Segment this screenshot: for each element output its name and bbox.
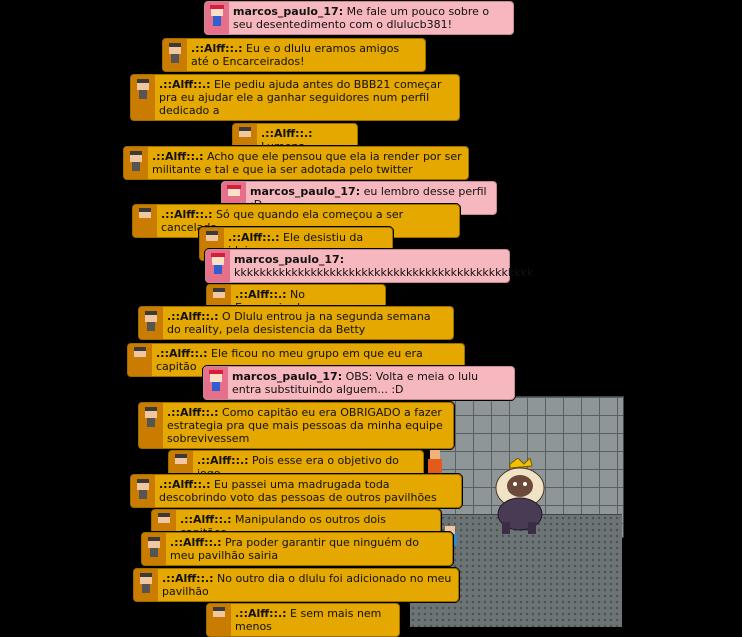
chat-username[interactable]: .::Alff::.:	[197, 454, 249, 467]
chat-bubble[interactable]: .::Alff::.: Pra poder garantir que ningu…	[141, 532, 453, 566]
chat-username[interactable]: .::Alff::.:	[159, 478, 211, 491]
chat-text: kkkkkkkkkkkkkkkkkkkkkkkkkkkkkkkkkkkkkkkk…	[234, 266, 534, 279]
chat-username[interactable]: .::Alff::.:	[167, 310, 219, 323]
avatar-icon	[131, 475, 155, 507]
chat-text: Só que quando ela começou a ser cancelad…	[161, 208, 404, 234]
avatar-icon	[207, 604, 231, 636]
chat-bubble[interactable]: .::Alff::.: Eu passei uma madrugada toda…	[130, 474, 462, 508]
chat-bubble[interactable]: .::Alff::.: No outro dia o dlulu foi adi…	[133, 568, 459, 602]
avatar-icon	[206, 250, 230, 282]
chat-username[interactable]: .::Alff::.:	[152, 150, 204, 163]
chat-text: Como capitão eu era OBRIGADO a fazer est…	[167, 406, 443, 445]
avatar-icon	[139, 403, 163, 448]
chat-username[interactable]: marcos_paulo_17:	[250, 185, 361, 198]
chat-bubble[interactable]: marcos_paulo_17: kkkkkkkkkkkkkkkkkkkkkkk…	[205, 249, 533, 283]
avatar-icon	[204, 367, 228, 399]
chat-text: Me fale um pouco sobre o seu desentedime…	[233, 5, 490, 31]
chat-username[interactable]: .::Alff::.:	[235, 607, 287, 620]
chat-text: Eu passei uma madrugada toda descobrindo…	[159, 478, 437, 504]
chat-text: OBS: Volta e meia o lulu entra substitui…	[232, 370, 479, 396]
chat-username[interactable]: .::Alff::.:	[159, 78, 211, 91]
pet-lion-icon[interactable]	[488, 458, 552, 536]
chat-username[interactable]: .::Alff::.:	[167, 406, 219, 419]
chat-username[interactable]: .::Alff::.:	[191, 42, 243, 55]
chat-username[interactable]: .::Alff::.:	[156, 347, 208, 360]
avatar-icon	[163, 39, 187, 71]
avatar-icon	[128, 344, 152, 376]
chat-username[interactable]: .::Alff::.:	[228, 231, 280, 244]
chat-bubble[interactable]: .::Alff::.: Acho que ele pensou que ela …	[123, 146, 469, 180]
game-room[interactable]	[400, 396, 624, 627]
chat-username[interactable]: marcos_paulo_17:	[234, 253, 345, 266]
chat-username[interactable]: .::Alff::.:	[161, 208, 213, 221]
chat-text: Ele ficou no meu grupo em que eu era cap…	[156, 347, 423, 373]
avatar-icon	[133, 205, 157, 237]
chat-text: No outro dia o dlulu foi adicionado no m…	[162, 572, 452, 598]
chat-text: O Dlulu entrou ja na segunda semana do r…	[167, 310, 431, 336]
avatar-icon	[131, 75, 155, 120]
chat-text: Eu e o dlulu eramos amigos até o Encarce…	[191, 42, 400, 68]
avatar-icon	[205, 2, 229, 34]
chat-bubble[interactable]: .::Alff::.: Como capitão eu era OBRIGADO…	[138, 402, 454, 449]
chat-bubble[interactable]: .::Alff::.: E sem mais nem menos	[206, 603, 400, 637]
avatar-icon	[139, 307, 163, 339]
chat-username[interactable]: .::Alff::.:	[180, 513, 232, 526]
chat-username[interactable]: marcos_paulo_17:	[232, 370, 343, 383]
chat-bubble[interactable]: .::Alff::.: Ele pediu ajuda antes do BBB…	[130, 74, 460, 121]
avatar-icon	[134, 569, 158, 601]
chat-bubble[interactable]: .::Alff::.: O Dlulu entrou ja na segunda…	[138, 306, 454, 340]
chat-username[interactable]: marcos_paulo_17:	[233, 5, 344, 18]
chat-bubble[interactable]: marcos_paulo_17: OBS: Volta e meia o lul…	[203, 366, 515, 400]
chat-bubble[interactable]: marcos_paulo_17: Me fale um pouco sobre …	[204, 1, 514, 35]
chat-username[interactable]: .::Alff::.:	[261, 127, 313, 140]
chat-username[interactable]: .::Alff::.:	[170, 536, 222, 549]
chat-username[interactable]: .::Alff::.:	[235, 288, 287, 301]
chat-username[interactable]: .::Alff::.:	[162, 572, 214, 585]
avatar-icon	[124, 147, 148, 179]
room-wall	[436, 396, 624, 538]
chat-bubble[interactable]: .::Alff::.: Eu e o dlulu eramos amigos a…	[162, 38, 426, 72]
chat-text: Ele pediu ajuda antes do BBB21 começar p…	[159, 78, 442, 117]
avatar-icon	[142, 533, 166, 565]
chat-text: Acho que ele pensou que ela ia render po…	[152, 150, 462, 176]
chat-text: Pra poder garantir que ninguém do meu pa…	[170, 536, 419, 562]
